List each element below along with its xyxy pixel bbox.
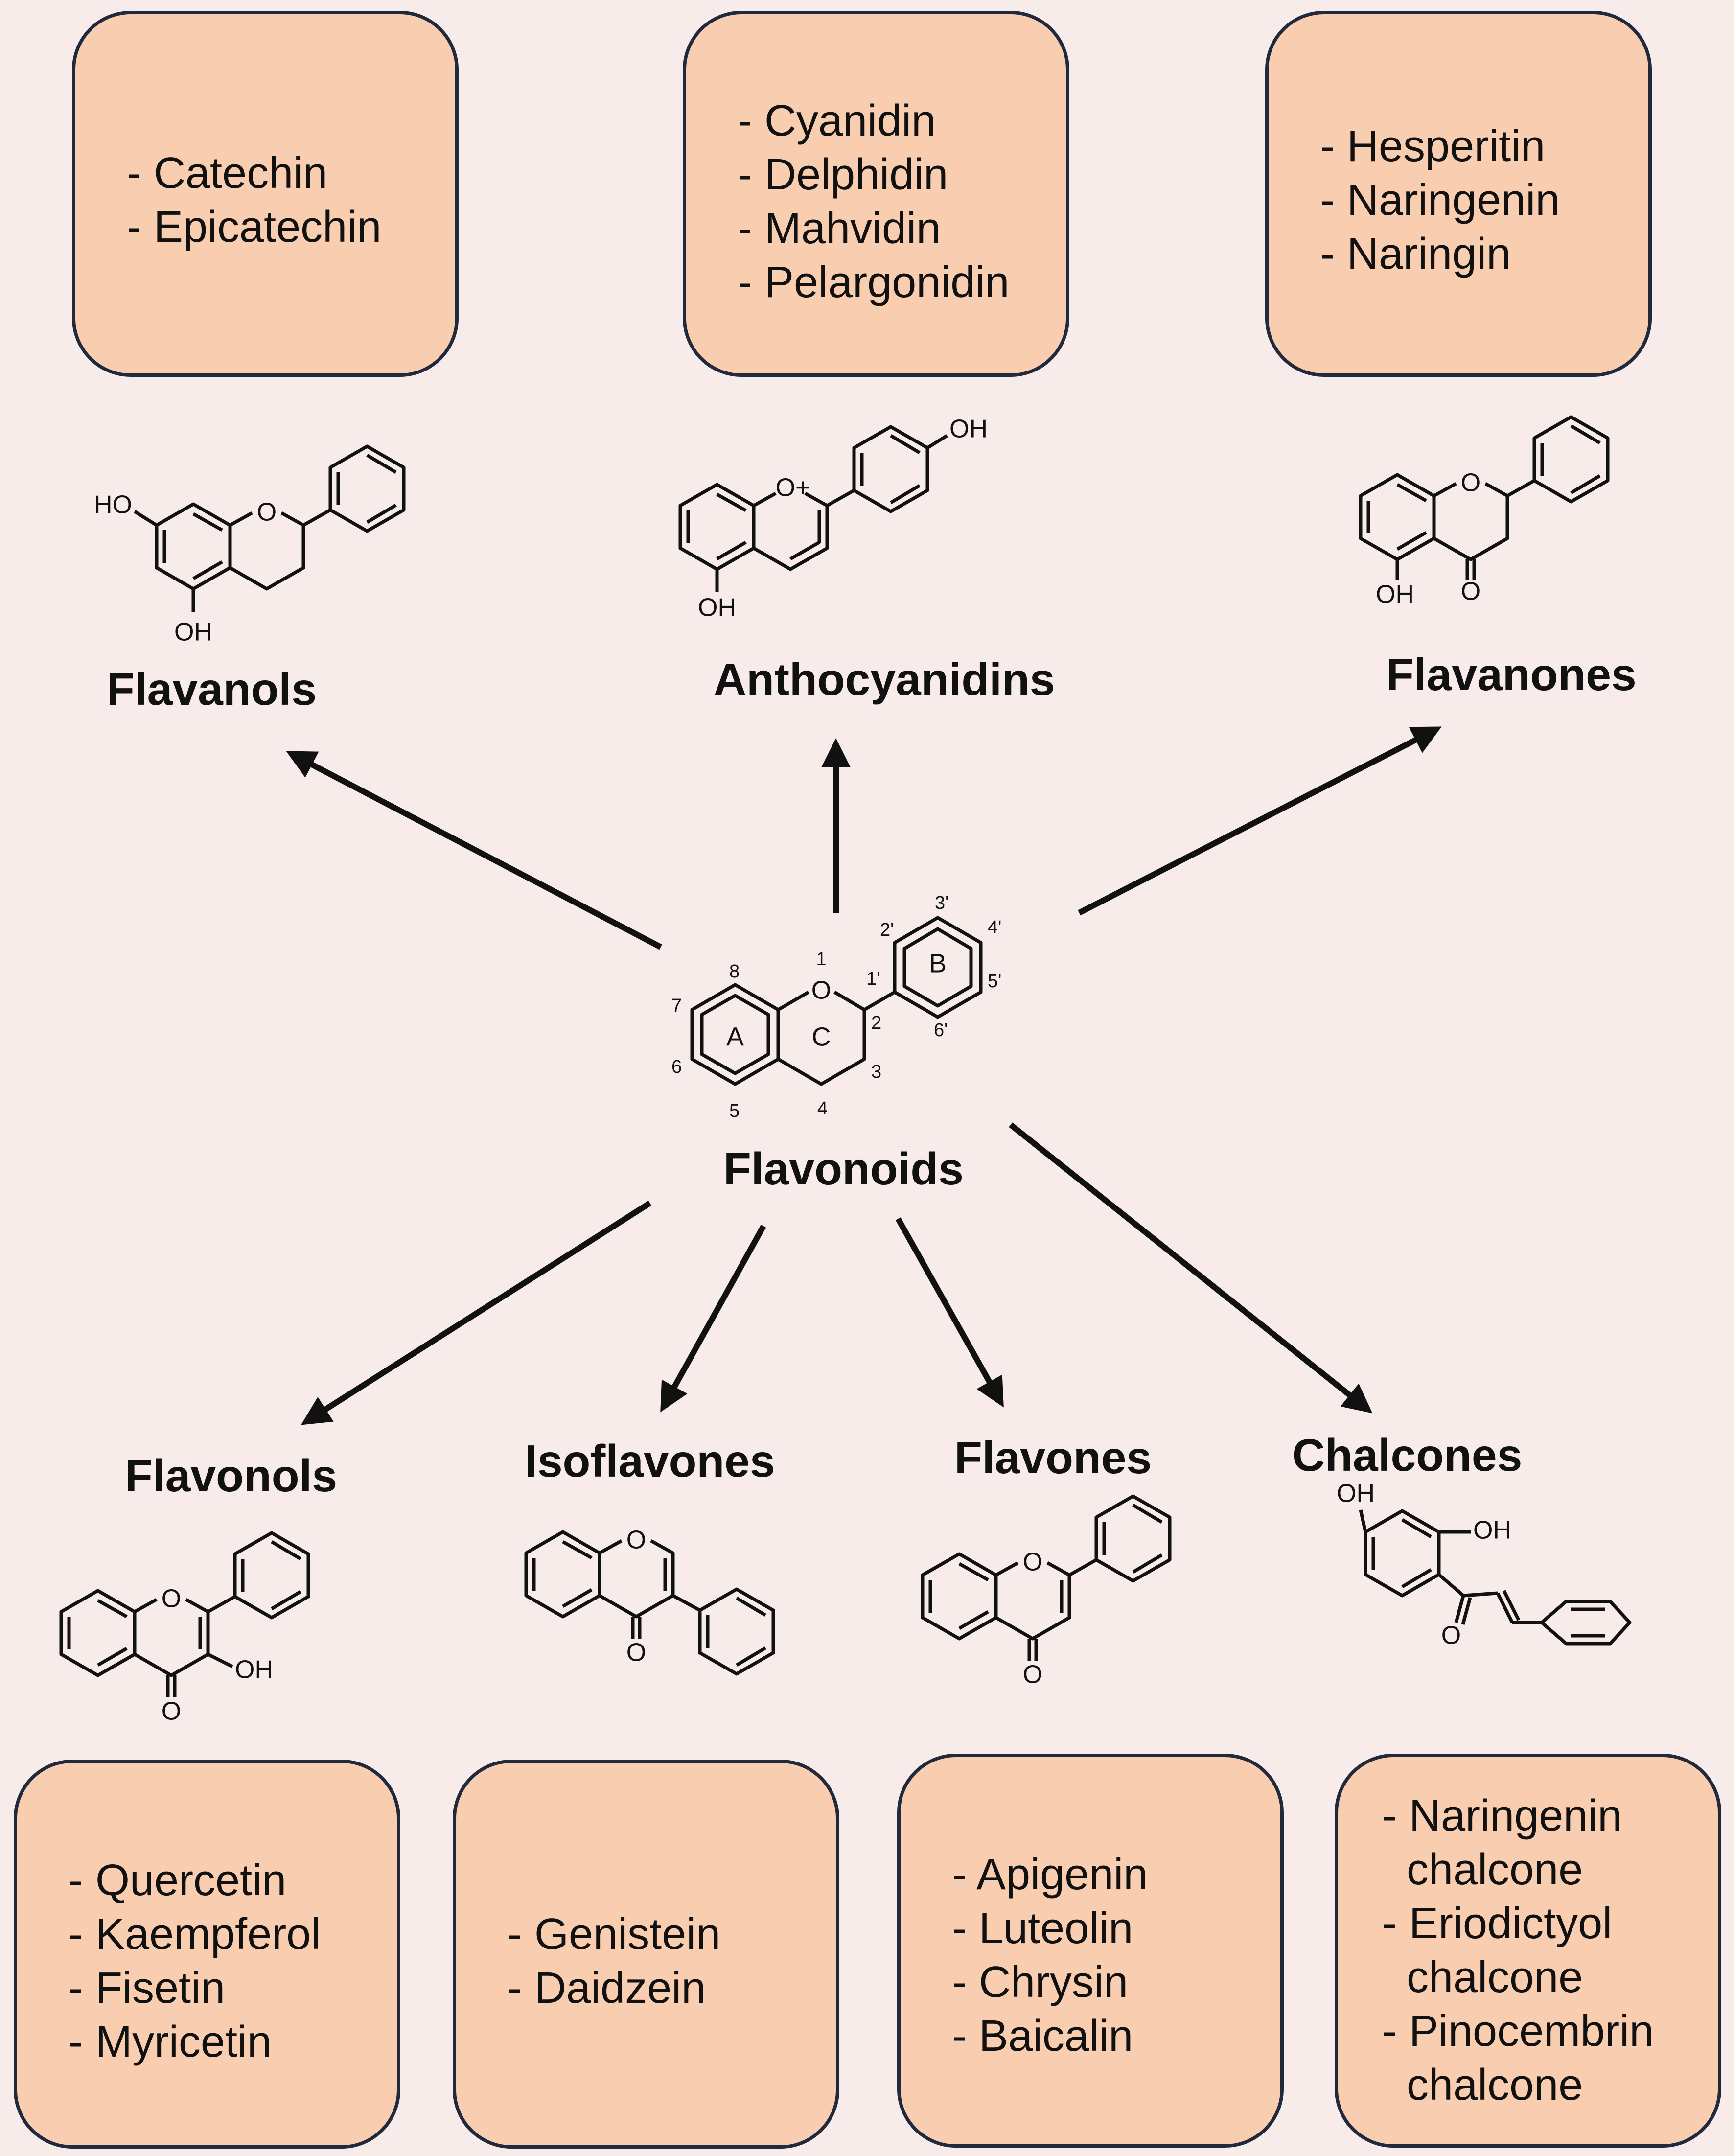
isoflavone-structure: O O xyxy=(524,1526,775,1676)
flavones-list-box: - Apigenin - Luteolin - Chrysin - Baical… xyxy=(897,1754,1284,2148)
atom-oh: OH xyxy=(1376,580,1414,609)
atom-o: O xyxy=(626,1526,646,1554)
list-item: chalcone xyxy=(1382,1845,1583,1894)
anthocyanidin-structure: O+ OH OH xyxy=(678,415,988,622)
position-4-prime: 4' xyxy=(988,917,1001,938)
atom-oh: OH xyxy=(698,594,736,622)
list-item: - Cyanidin xyxy=(738,96,936,145)
position-3: 3 xyxy=(871,1062,881,1082)
arrow-to-flavanones xyxy=(1078,726,1442,916)
flavonol-structure: O O OH xyxy=(59,1531,310,1726)
arrow-to-flavones xyxy=(895,1217,1004,1408)
position-2: 2 xyxy=(871,1013,881,1033)
list-item: - Epicatechin xyxy=(127,203,382,252)
position-5-prime: 5' xyxy=(988,971,1001,992)
atom-o: O xyxy=(162,1697,181,1726)
anthocyanidins-label: Anthocyanidins xyxy=(714,654,1055,705)
flavanol-structure: O HO OH xyxy=(94,444,406,647)
list-item: - Genistein xyxy=(508,1910,721,1959)
position-8: 8 xyxy=(729,961,740,982)
list-item: - Naringenin xyxy=(1320,176,1560,225)
anthocyanidins-list-box: - Cyanidin - Delphidin - Mahvidin - Pela… xyxy=(683,11,1069,377)
ring-b-label: B xyxy=(929,949,947,978)
position-5: 5 xyxy=(729,1101,740,1121)
atom-o: O xyxy=(1461,578,1480,606)
list-item: - Myricetin xyxy=(69,2017,272,2066)
list-item: - Delphidin xyxy=(738,150,948,199)
atom-oh: OH xyxy=(174,618,212,647)
flavonoid-skeleton-structure: O A C B 1 2 3 4 5 6 7 8 1' 2' 3' 4' 5' 6… xyxy=(671,893,1001,1121)
list-item: - Mahvidin xyxy=(738,204,941,253)
atom-o: O xyxy=(162,1585,181,1613)
position-7: 7 xyxy=(671,996,682,1016)
list-item: - Apigenin xyxy=(952,1850,1148,1899)
list-item: - Naringenin xyxy=(1382,1791,1622,1840)
list-item: - Baicalin xyxy=(952,2012,1133,2061)
list-item: - Eriodictyol xyxy=(1382,1899,1613,1948)
atom-oh: OH xyxy=(235,1656,273,1684)
atom-oh: OH xyxy=(949,415,988,443)
flavone-structure: O O xyxy=(921,1494,1172,1689)
arrow-to-isoflavones xyxy=(660,1225,766,1413)
flavanone-structure: O OH O xyxy=(1359,415,1610,609)
flavanones-label: Flavanones xyxy=(1386,649,1637,700)
list-item: - Fisetin xyxy=(69,1964,226,2013)
flavones-label: Flavones xyxy=(954,1432,1152,1483)
atom-o: O xyxy=(1441,1622,1461,1650)
atom-o: O xyxy=(626,1639,646,1667)
list-item: - Catechin xyxy=(127,149,328,198)
arrow-to-flavonols xyxy=(301,1200,652,1425)
list-item: chalcone xyxy=(1382,1953,1583,2002)
list-item: - Naringin xyxy=(1320,230,1511,278)
isoflavones-label: Isoflavones xyxy=(525,1436,775,1486)
atom-o: O xyxy=(1461,469,1480,497)
atom-o: O xyxy=(1023,1548,1042,1576)
atom-oh: OH xyxy=(1337,1480,1375,1508)
atom-o: O xyxy=(257,498,277,527)
list-item: chalcone xyxy=(1382,2061,1583,2110)
arrow-to-chalcones xyxy=(1009,1122,1373,1414)
ring-c-label: C xyxy=(812,1022,831,1051)
ring-a-label: A xyxy=(726,1022,744,1051)
chalcone-structure: OH OH O xyxy=(1337,1480,1632,1650)
atom-oh: OH xyxy=(1473,1516,1511,1545)
position-6-prime: 6' xyxy=(934,1020,948,1041)
list-item: - Pinocembrin xyxy=(1382,2007,1654,2056)
position-3-prime: 3' xyxy=(935,893,948,913)
position-2-prime: 2' xyxy=(880,920,894,940)
flavonols-label: Flavonols xyxy=(125,1450,338,1501)
position-1: 1 xyxy=(816,949,826,970)
flavonoids-label: Flavonoids xyxy=(723,1143,964,1194)
position-4: 4 xyxy=(817,1098,828,1119)
chalcones-label: Chalcones xyxy=(1292,1430,1523,1481)
atom-o: O xyxy=(1023,1661,1042,1689)
position-6: 6 xyxy=(671,1057,682,1077)
atom-o: O xyxy=(811,976,831,1005)
list-item: - Daidzein xyxy=(508,1964,706,2013)
list-item: - Luteolin xyxy=(952,1904,1133,1953)
isoflavones-list-box: - Genistein - Daidzein xyxy=(453,1760,839,2149)
list-item: - Chrysin xyxy=(952,1958,1129,2007)
flavanones-list-box: - Hesperitin - Naringenin - Naringin xyxy=(1265,11,1652,377)
list-item: - Pelargonidin xyxy=(738,258,1010,307)
chalcones-list-box: - Naringenin chalcone - Eriodictyol chal… xyxy=(1335,1754,1721,2148)
arrow-to-flavanols xyxy=(286,751,662,950)
list-item: - Quercetin xyxy=(69,1856,287,1905)
list-item: - Hesperitin xyxy=(1320,122,1546,171)
atom-o-plus: O+ xyxy=(776,474,810,502)
list-item: - Kaempferol xyxy=(69,1910,321,1959)
position-1-prime: 1' xyxy=(866,969,880,989)
flavonols-list-box: - Quercetin - Kaempferol - Fisetin - Myr… xyxy=(14,1760,400,2149)
flavanols-label: Flavanols xyxy=(107,664,317,715)
atom-ho: HO xyxy=(94,491,132,519)
flavanols-list-box: - Catechin - Epicatechin xyxy=(72,11,459,377)
arrows xyxy=(286,726,1442,1425)
